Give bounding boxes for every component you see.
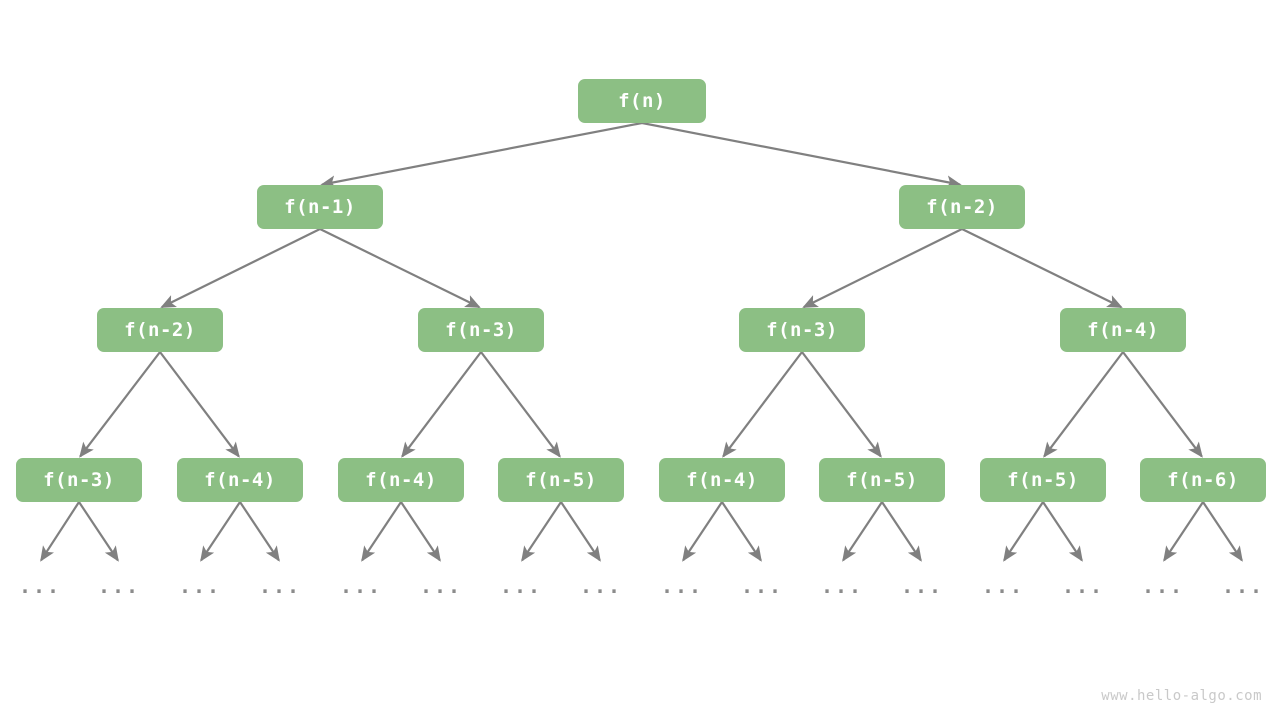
- edge-n9-to-e5: [400, 501, 441, 562]
- ellipsis-e0: ...: [18, 574, 62, 598]
- tree-node-n6: f(n-4): [1060, 308, 1186, 352]
- edge-n14-to-e14: [1163, 501, 1204, 562]
- edge-n9-to-e4: [361, 501, 402, 562]
- edge-n2-to-n5: [802, 228, 963, 309]
- tree-node-n10: f(n-5): [498, 458, 624, 502]
- ellipsis-e1: ...: [97, 574, 141, 598]
- edge-n8-to-e2: [200, 501, 241, 562]
- tree-node-n2: f(n-2): [899, 185, 1025, 229]
- ellipsis-e10: ...: [820, 574, 864, 598]
- ellipsis-e7: ...: [579, 574, 623, 598]
- tree-node-n13: f(n-5): [980, 458, 1106, 502]
- edge-n12-to-e11: [881, 501, 922, 562]
- edge-n3-to-n8: [159, 351, 240, 458]
- ellipsis-e11: ...: [900, 574, 944, 598]
- edge-n3-to-n7: [79, 351, 161, 458]
- tree-node-n12: f(n-5): [819, 458, 945, 502]
- edge-n4-to-n9: [401, 351, 482, 458]
- ellipsis-e15: ...: [1221, 574, 1265, 598]
- edge-n13-to-e13: [1042, 501, 1083, 562]
- ellipsis-e12: ...: [981, 574, 1025, 598]
- tree-node-n1: f(n-1): [257, 185, 383, 229]
- edge-n4-to-n10: [480, 351, 561, 458]
- tree-node-n5: f(n-3): [739, 308, 865, 352]
- edge-n6-to-n14: [1122, 351, 1203, 458]
- tree-node-n7: f(n-3): [16, 458, 142, 502]
- edge-n7-to-e0: [40, 501, 80, 562]
- tree-node-n11: f(n-4): [659, 458, 785, 502]
- ellipsis-e14: ...: [1141, 574, 1185, 598]
- ellipsis-e3: ...: [258, 574, 302, 598]
- edge-n12-to-e10: [842, 501, 883, 562]
- edge-n6-to-n13: [1043, 351, 1124, 458]
- ellipsis-e2: ...: [178, 574, 222, 598]
- tree-node-n3: f(n-2): [97, 308, 223, 352]
- edge-n8-to-e3: [239, 501, 280, 562]
- ellipsis-e5: ...: [419, 574, 463, 598]
- edge-n7-to-e1: [78, 501, 119, 562]
- watermark-text: www.hello-algo.com: [1101, 688, 1262, 704]
- edge-n11-to-e9: [721, 501, 762, 562]
- tree-node-n4: f(n-3): [418, 308, 544, 352]
- edge-n0-to-n2: [641, 121, 962, 189]
- tree-node-n8: f(n-4): [177, 458, 303, 502]
- edge-n0-to-n1: [320, 121, 643, 189]
- edge-n5-to-n12: [801, 351, 882, 458]
- ellipsis-e9: ...: [740, 574, 784, 598]
- ellipsis-e13: ...: [1061, 574, 1105, 598]
- edge-n2-to-n6: [961, 228, 1123, 309]
- edge-n10-to-e6: [521, 501, 562, 562]
- tree-node-n14: f(n-6): [1140, 458, 1266, 502]
- ellipsis-e4: ...: [339, 574, 383, 598]
- edge-n11-to-e8: [682, 501, 723, 562]
- tree-node-n9: f(n-4): [338, 458, 464, 502]
- edge-n1-to-n4: [319, 228, 481, 309]
- edge-n5-to-n11: [722, 351, 803, 458]
- ellipsis-e6: ...: [499, 574, 543, 598]
- ellipsis-e8: ...: [660, 574, 704, 598]
- edge-n13-to-e12: [1003, 501, 1044, 562]
- edge-n1-to-n3: [160, 228, 321, 309]
- tree-node-n0: f(n): [578, 79, 706, 123]
- edge-n14-to-e15: [1202, 501, 1243, 562]
- edge-n10-to-e7: [560, 501, 601, 562]
